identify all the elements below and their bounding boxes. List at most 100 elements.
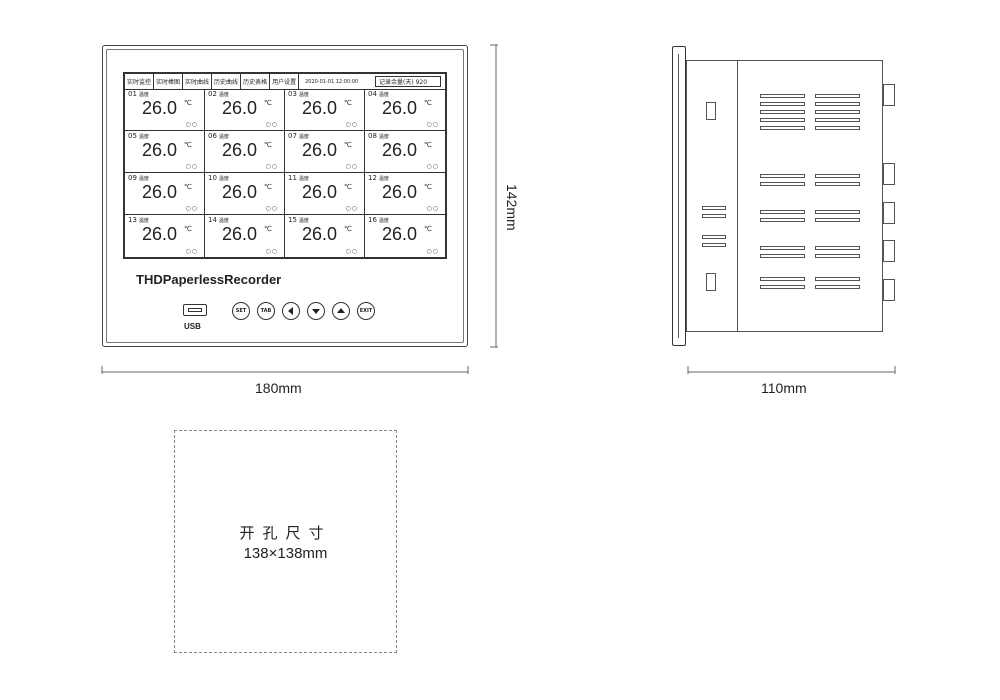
channel-unit: ℃ — [344, 183, 352, 191]
channel-unit: ℃ — [424, 183, 432, 191]
channel-unit: ℃ — [344, 141, 352, 149]
menu-bar: 实时监控 实时棒图 实时曲线 历史曲线 历史表格 用户设置 2020-01-01… — [125, 74, 445, 90]
cutout-title: 开孔尺寸 — [239, 524, 332, 542]
usb-port — [183, 304, 207, 316]
menu-item-realtime-monitor: 实时监控 — [125, 74, 155, 89]
channel-type-label: 温度 — [298, 218, 309, 224]
channel-value: 26.0 — [302, 182, 338, 202]
vent-slot — [760, 277, 805, 281]
up-arrow-icon — [337, 308, 345, 313]
status-led-icon: ○○ — [345, 121, 358, 128]
display-screen: 实时监控 实时棒图 实时曲线 历史曲线 历史表格 用户设置 2020-01-01… — [123, 72, 447, 259]
vent-slot — [760, 254, 805, 258]
terminal-block — [883, 163, 895, 185]
status-led-icon: ○○ — [426, 205, 439, 212]
vent-slot — [815, 182, 860, 186]
status-led-icon: ○○ — [345, 248, 358, 255]
channel-unit: ℃ — [184, 225, 192, 233]
channel-type-label: 温度 — [138, 134, 149, 140]
vent-slot — [815, 94, 860, 98]
channel-unit: ℃ — [264, 225, 272, 233]
channel-type-label: 温度 — [378, 176, 389, 182]
terminal-block — [883, 240, 895, 262]
status-led-icon: ○○ — [185, 205, 198, 212]
channel-value: 26.0 — [302, 224, 338, 244]
channel-type-label: 温度 — [378, 92, 389, 98]
channel-unit: ℃ — [264, 141, 272, 149]
vent-slot — [815, 210, 860, 214]
terminal-block — [883, 279, 895, 301]
channel-type-label: 温度 — [378, 218, 389, 224]
channel-type-label: 温度 — [298, 134, 309, 140]
channel-type-label: 温度 — [138, 176, 149, 182]
channel-unit: ℃ — [184, 141, 192, 149]
vent-slot — [760, 218, 805, 222]
side-latch-top — [706, 102, 716, 120]
vent-slot — [760, 174, 805, 178]
terminal-block — [883, 84, 895, 106]
brand-label: THDPaperlessRecorder — [136, 272, 282, 287]
channel-unit: ℃ — [424, 225, 432, 233]
vent-slot — [815, 277, 860, 281]
depth-dimension: 110mm — [761, 380, 807, 396]
status-led-icon: ○○ — [426, 121, 439, 128]
channel-unit: ℃ — [264, 183, 272, 191]
channel-value: 26.0 — [222, 140, 258, 160]
vent-slot — [815, 246, 860, 250]
vent-slot — [815, 126, 860, 130]
channel-type-label: 温度 — [138, 218, 149, 224]
usb-label: USB — [184, 322, 201, 331]
status-led-icon: ○○ — [265, 121, 278, 128]
down-button — [307, 302, 325, 320]
menu-item-realtime-curve: 实时曲线 — [183, 74, 213, 89]
channel-value: 26.0 — [382, 182, 418, 202]
status-led-icon: ○○ — [185, 163, 198, 170]
vent-slot — [702, 206, 726, 210]
menu-item-history-curve: 历史曲线 — [212, 74, 242, 89]
side-divider — [737, 60, 738, 332]
channel-type-label: 温度 — [298, 176, 309, 182]
status-led-icon: ○○ — [185, 121, 198, 128]
menu-item-history-table: 历史表格 — [241, 74, 271, 89]
cutout-size: 138×138mm — [243, 545, 328, 562]
channel-value: 26.0 — [382, 140, 418, 160]
menu-item-realtime-bar: 实时棒图 — [154, 74, 184, 89]
channel-value: 26.0 — [142, 140, 178, 160]
vent-slot — [702, 214, 726, 218]
datetime-display: 2020-01-01 12:00:00 — [305, 78, 359, 85]
status-led-icon: ○○ — [426, 248, 439, 255]
vent-slot — [815, 218, 860, 222]
status-led-icon: ○○ — [345, 163, 358, 170]
panel-cutout — [174, 430, 397, 653]
channel-type-label: 温度 — [138, 92, 149, 98]
channel-type-label: 温度 — [378, 134, 389, 140]
status-led-icon: ○○ — [265, 205, 278, 212]
vent-slot — [760, 126, 805, 130]
channel-value: 26.0 — [142, 98, 178, 118]
vent-slot — [760, 118, 805, 122]
vent-slot — [815, 254, 860, 258]
channel-type-label: 温度 — [218, 218, 229, 224]
